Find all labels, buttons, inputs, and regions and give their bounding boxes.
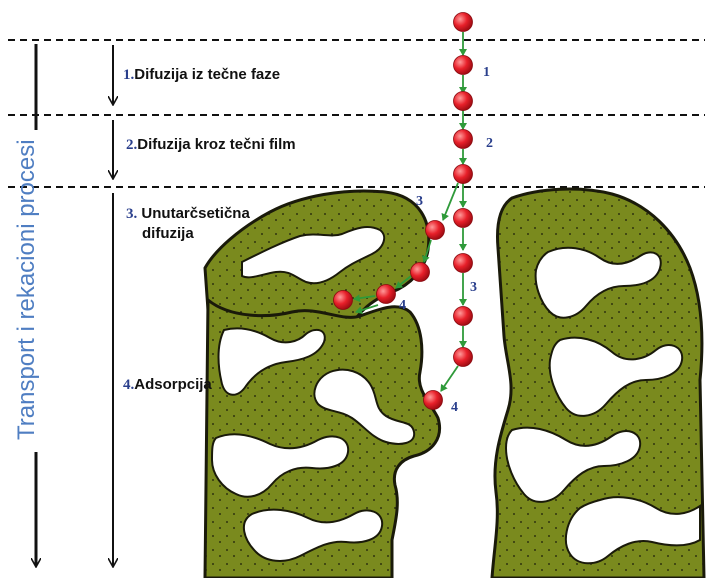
- particle: [454, 348, 473, 367]
- particle: [334, 291, 353, 310]
- particle: [454, 209, 473, 228]
- path-tag-2: 2: [486, 136, 493, 152]
- particle: [454, 254, 473, 273]
- particle: [454, 165, 473, 184]
- path-tag-1: 1: [483, 65, 490, 81]
- particle: [426, 221, 445, 240]
- step-3-text-line2: difuzija: [126, 225, 194, 242]
- step-4-number: 4.: [123, 377, 134, 393]
- particle: [411, 263, 430, 282]
- step-3-text-line1: Unutarčsetična: [141, 205, 249, 222]
- path-tag-3-pore: 3: [416, 194, 423, 210]
- porous-grain-left: [205, 191, 440, 578]
- particle: [454, 56, 473, 75]
- step-2-number: 2.: [126, 137, 137, 153]
- step-1-text: Difuzija iz tečne faze: [134, 66, 280, 83]
- path-tag-4-main: 4: [451, 400, 458, 416]
- step-1-number: 1.: [123, 67, 134, 83]
- porous-grain-right: [492, 189, 704, 578]
- particle: [454, 307, 473, 326]
- path-tag-3-main: 3: [470, 280, 477, 296]
- left-arrows: [36, 44, 113, 566]
- step-1-label: 1.Difuzija iz tečne faze: [123, 66, 280, 84]
- particle: [454, 13, 473, 32]
- pathway-arrow: [441, 366, 458, 391]
- particle: [377, 285, 396, 304]
- step-3-number: 3.: [126, 206, 137, 222]
- step-3-label: 3. Unutarčsetična difuzija: [126, 204, 250, 244]
- step-4-text: Adsorpcija: [134, 376, 212, 393]
- side-title: Transport i rekacioni procesi: [10, 140, 44, 440]
- step-4-label: 4.Adsorpcija: [123, 376, 212, 394]
- particle: [454, 92, 473, 111]
- particle: [424, 391, 443, 410]
- path-tag-4-pore: 4: [399, 298, 406, 314]
- particle: [454, 130, 473, 149]
- step-2-label: 2.Difuzija kroz tečni film: [126, 136, 296, 154]
- step-2-text: Difuzija kroz tečni film: [137, 136, 295, 153]
